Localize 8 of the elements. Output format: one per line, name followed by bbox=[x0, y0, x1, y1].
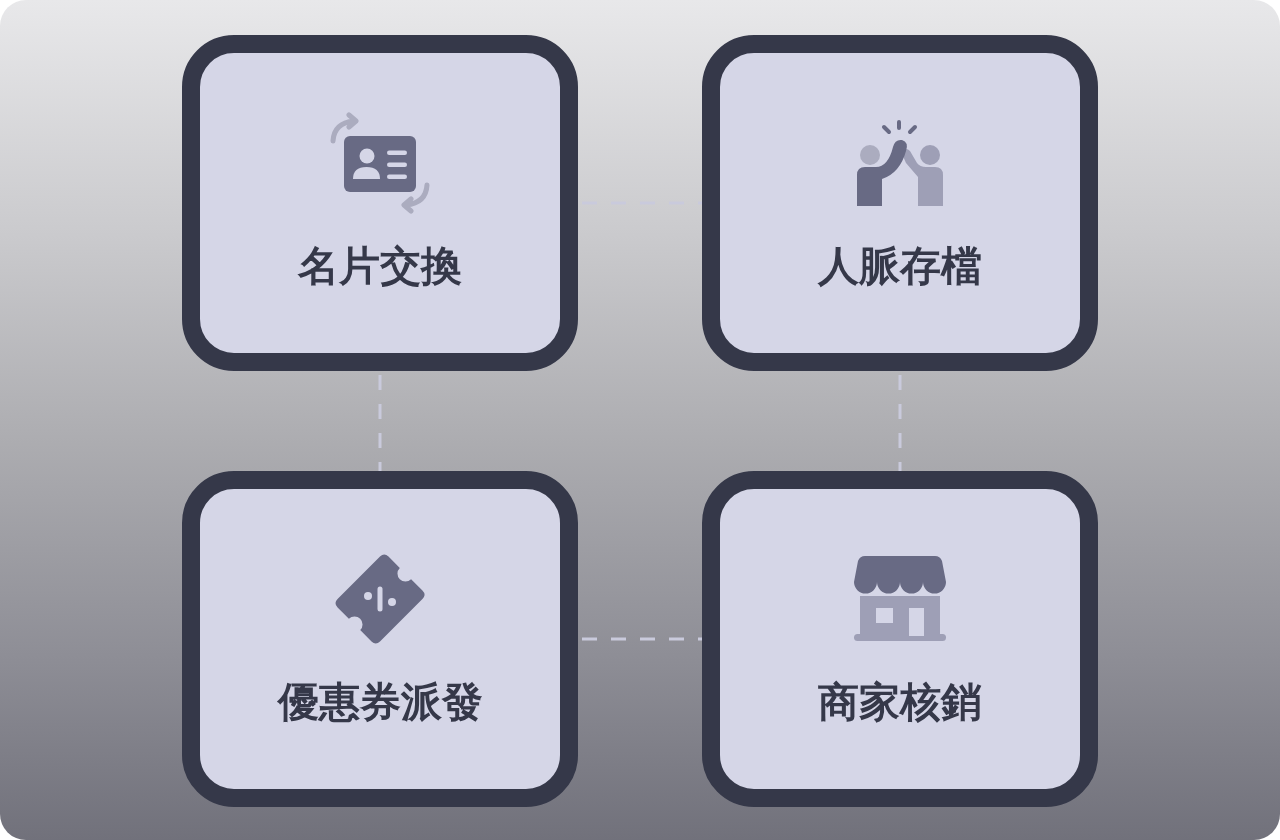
node-label: 名片交換 bbox=[298, 243, 462, 291]
node-label: 人脈存檔 bbox=[818, 243, 982, 291]
node-label: 優惠券派發 bbox=[277, 679, 483, 727]
tile bbox=[182, 35, 578, 371]
tile bbox=[702, 471, 1098, 807]
tile bbox=[702, 35, 1098, 371]
tile bbox=[182, 471, 578, 807]
node-label: 商家核銷 bbox=[818, 679, 982, 727]
